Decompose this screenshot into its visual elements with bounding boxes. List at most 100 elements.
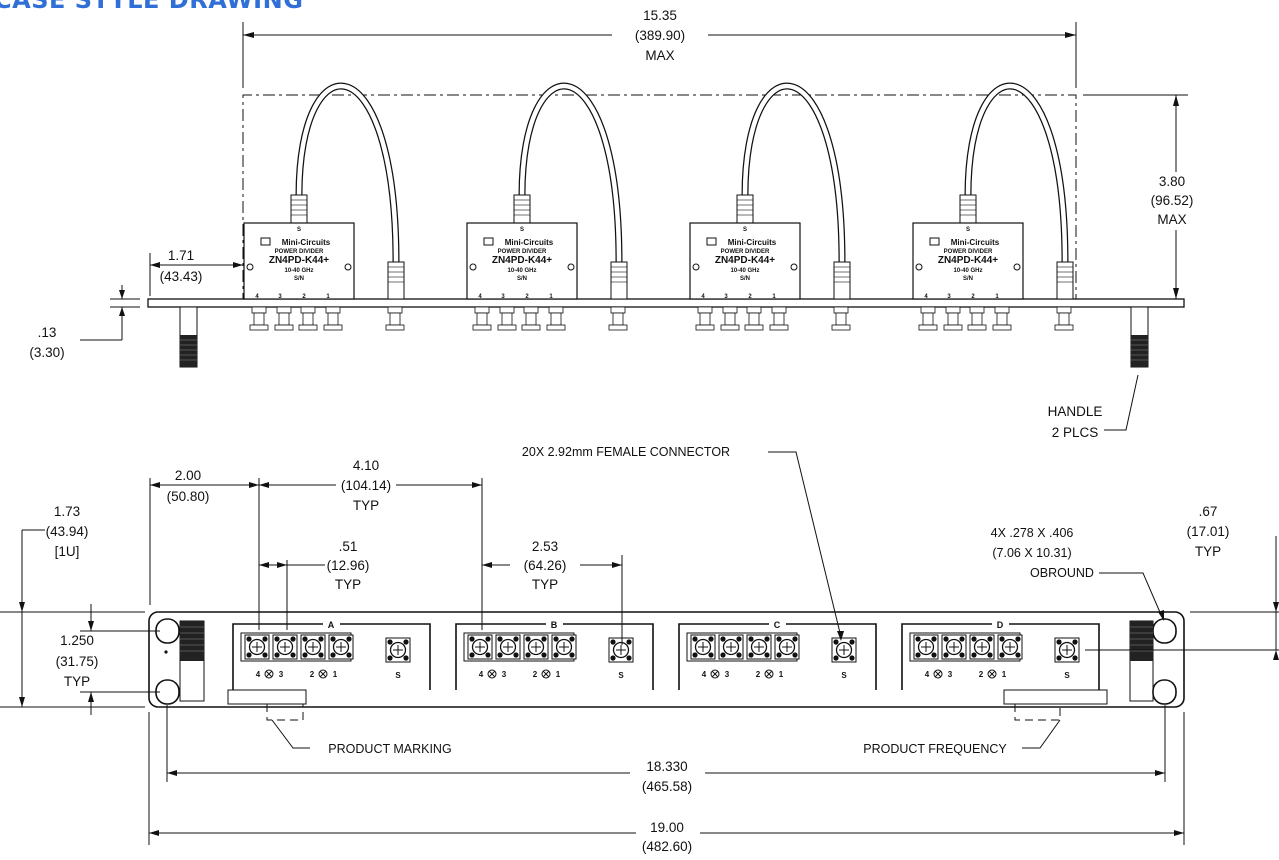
divider-body	[466, 222, 578, 300]
brand-label: Mini-Circuits	[282, 238, 331, 247]
ground-icon	[710, 669, 720, 679]
dim-253-metric: (64.26)	[524, 558, 567, 573]
rear-connector	[276, 306, 292, 314]
model-label: ZN4PD-K44+	[938, 255, 998, 266]
dim-253-note: TYP	[532, 577, 558, 592]
product-marking-label: PRODUCT MARKING	[328, 742, 451, 756]
dim-067-value: .67	[1199, 504, 1218, 519]
brand-logo-icon	[706, 237, 717, 246]
sn-label: S/N	[963, 276, 973, 282]
rear-connector	[746, 306, 762, 314]
brand-logo-icon	[260, 237, 271, 246]
handle-note-line2: 2 PLCS	[1052, 425, 1099, 440]
port-label: 1	[995, 294, 999, 300]
dim-18330-metric: (465.58)	[642, 779, 692, 794]
module-outline	[901, 623, 1100, 690]
top-connector	[959, 194, 977, 224]
brand-label: Mini-Circuits	[951, 238, 1000, 247]
top-connector	[513, 194, 531, 224]
dim-051-note: TYP	[335, 577, 361, 592]
dim-200-metric: (50.80)	[167, 489, 210, 504]
port-label: 1	[556, 670, 561, 679]
ground-icon	[933, 669, 943, 679]
port-label: 3	[278, 294, 282, 300]
port-label: 3	[725, 670, 730, 679]
ground-icon	[318, 669, 328, 679]
model-label: ZN4PD-K44+	[715, 255, 775, 266]
rear-connector	[1056, 306, 1072, 314]
obround-note-line2: (7.06 X 10.31)	[992, 546, 1071, 560]
sn-label: S/N	[517, 276, 527, 282]
port-label: 2	[979, 670, 984, 679]
sn-label: S/N	[740, 276, 750, 282]
rear-connector	[833, 306, 849, 314]
connector-note: 20X 2.92mm FEMALE CONNECTOR	[522, 445, 730, 459]
top-connector	[290, 194, 308, 224]
rear-connector	[523, 306, 539, 314]
port-label: 4	[702, 670, 707, 679]
port-s-label: S	[966, 227, 970, 233]
port-label: 3	[948, 670, 953, 679]
mounting-plate	[147, 298, 1185, 308]
port-label: 1	[333, 670, 338, 679]
port-label: 1	[779, 670, 784, 679]
rear-connector	[387, 306, 403, 314]
handle-note-line1: HANDLE	[1048, 404, 1103, 419]
obround-note-line1: 4X .278 X .406	[991, 526, 1074, 540]
side-connector	[833, 261, 851, 300]
type-label: POWER DIVIDER	[721, 249, 770, 255]
module-letter: B	[551, 620, 558, 630]
port-s-label: S	[841, 671, 847, 680]
rear-connector	[920, 306, 936, 314]
port-label: 2	[748, 294, 752, 300]
divider-body	[243, 222, 355, 300]
ground-icon	[987, 669, 997, 679]
rear-connector	[945, 306, 961, 314]
dim-173-metric: (43.94)	[46, 524, 89, 539]
dim-173-value: 1.73	[54, 504, 80, 519]
port-label: 4	[924, 294, 928, 300]
module-outline	[678, 623, 877, 690]
plate-dim-value: .13	[38, 325, 57, 340]
port-label: 4	[255, 294, 259, 300]
brand-logo-icon	[483, 237, 494, 246]
port-label: 3	[501, 294, 505, 300]
module-outline	[455, 623, 654, 690]
port-label: 3	[279, 670, 284, 679]
freq-label: 10-40 GHz	[730, 268, 759, 274]
type-label: POWER DIVIDER	[498, 249, 547, 255]
module-letter: C	[774, 620, 781, 630]
obround-note-line3: OBROUND	[1030, 566, 1094, 580]
port-s-label: S	[743, 227, 747, 233]
dim-410-note: TYP	[353, 498, 379, 513]
dim-051-metric: (12.96)	[327, 558, 370, 573]
side-connector	[387, 261, 405, 300]
rear-connector	[474, 306, 490, 314]
side-connector	[1056, 261, 1074, 300]
page-title: CASE STYLE DRAWING	[0, 0, 304, 14]
port-label: 1	[1002, 670, 1007, 679]
port-s-label: S	[395, 671, 401, 680]
dim-051-value: .51	[339, 539, 358, 554]
rear-connector	[722, 306, 738, 314]
offset-dim-metric: (43.43)	[160, 269, 203, 284]
port-label: 2	[756, 670, 761, 679]
product-frequency-label-box	[1003, 689, 1108, 705]
port-label: 4	[479, 670, 484, 679]
top-connector	[736, 194, 754, 224]
module-letter: A	[328, 620, 335, 630]
dim-18330-value: 18.330	[646, 759, 687, 774]
dim-173-note: [1U]	[55, 544, 80, 559]
brand-label: Mini-Circuits	[728, 238, 777, 247]
brand-label: Mini-Circuits	[505, 238, 554, 247]
port-label: 3	[724, 294, 728, 300]
